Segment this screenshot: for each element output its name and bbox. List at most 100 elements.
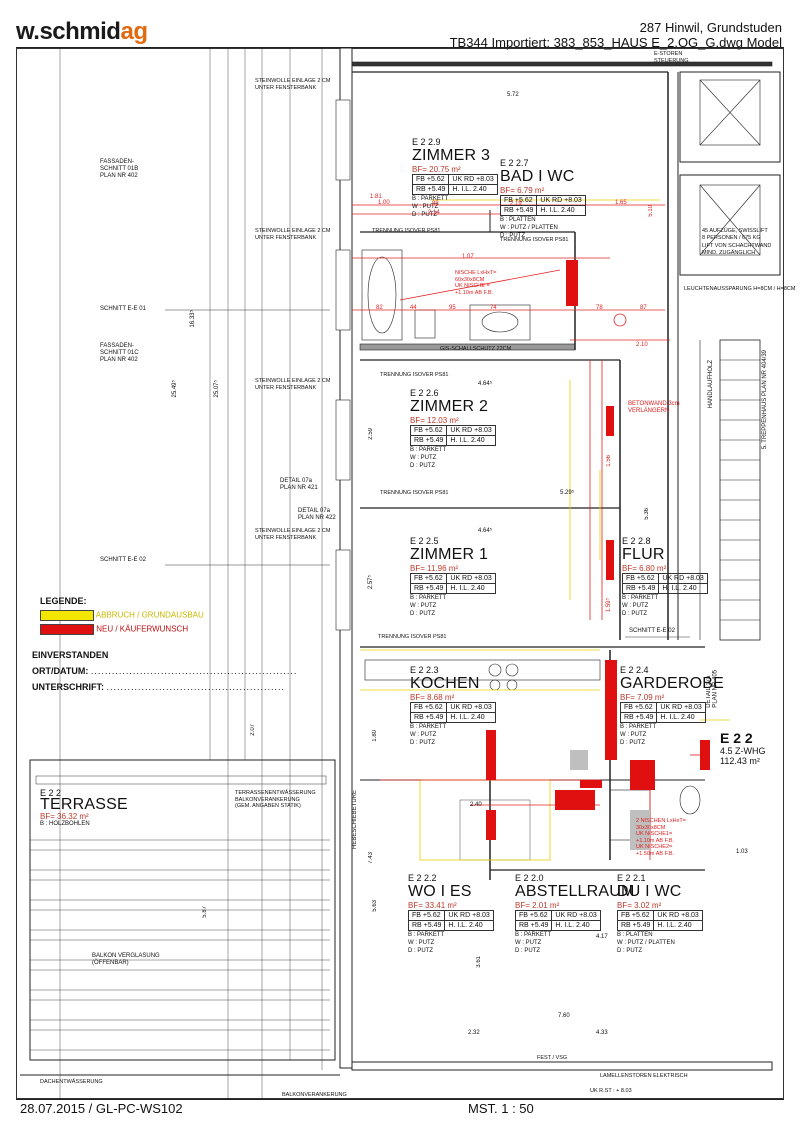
flur-mat: B : PARKETT W : PUTZ D : PUTZ bbox=[622, 595, 659, 617]
kochen-id: E 2 2.3 bbox=[410, 665, 439, 675]
dim-181: 1.81 bbox=[370, 194, 382, 200]
steinwolle-note-1: STEINWOLLE EINLAGE 2 CM UNTER FENSTERBAN… bbox=[255, 78, 331, 91]
legend-neu: NEU / KÄUFERWUNSCH bbox=[40, 624, 188, 635]
garderobe-ukrd: UK RD +8.03 bbox=[656, 702, 706, 713]
duwc-hil: H. I.L. 2.40 bbox=[653, 920, 703, 931]
unit-summary: E 2 2 4.5 Z-WHG 112.43 m² bbox=[720, 730, 766, 766]
betonwand-note: BETONWAND 3cm VERLÄNGERN bbox=[628, 401, 680, 414]
kochen-mat: B : PARKETT W : PUTZ D : PUTZ bbox=[410, 724, 447, 746]
dim-232: 2.32 bbox=[468, 1030, 480, 1036]
zimmer2-name: ZIMMER 2 bbox=[410, 398, 489, 415]
bad-id: E 2 2.7 bbox=[500, 158, 529, 168]
kochen-rb: RB +5.49 bbox=[409, 712, 448, 723]
terrassen-entwaesserung-note: TERRASSENENTWÄSSERUNG BALKONVERANKERUNG … bbox=[235, 790, 316, 809]
abstellraum-bf: BF= 2.01 m² bbox=[515, 901, 560, 910]
wohnen-id: E 2 2.2 bbox=[408, 873, 437, 883]
zimmer3-ukrd: UK RD +8.03 bbox=[448, 174, 498, 185]
terrasse-bf: BF= 36.32 m² bbox=[40, 812, 89, 821]
unit-area: 112.43 m² bbox=[720, 756, 760, 766]
zimmer1-rb: RB +5.49 bbox=[409, 583, 448, 594]
abstellraum-mat: B : PARKETT W : PUTZ D : PUTZ bbox=[515, 932, 552, 954]
dim-207: 2.07 bbox=[250, 724, 256, 736]
dim-240: 2.40 bbox=[470, 802, 482, 808]
abstellraum-hil: H. I.L. 2.40 bbox=[551, 920, 601, 931]
duwc-bf: BF= 3.02 m² bbox=[617, 901, 662, 910]
zimmer2-ukrd: UK RD +8.03 bbox=[446, 425, 496, 436]
garderobe-mat: B : PARKETT W : PUTZ D : PUTZ bbox=[620, 724, 657, 746]
zimmer1-bf: BF= 11.96 m² bbox=[410, 564, 459, 573]
kochen-ukrd: UK RD +8.03 bbox=[446, 702, 496, 713]
dim-572: 5.72 bbox=[507, 92, 519, 98]
duwc-mat: B : PLATTEN W : PUTZ / PLATTEN D : PUTZ bbox=[617, 932, 675, 954]
dim-259: 2.59 bbox=[368, 428, 374, 440]
dim-210: 2.10 bbox=[636, 342, 648, 348]
leuchten-note: LEUCHTENAUSSPARUNG H=8CM / H=8CM bbox=[684, 286, 796, 292]
trennung-note-3: TRENNUNG ISOVER PS81 bbox=[380, 372, 449, 378]
approval-einverstanden: EINVERSTANDEN bbox=[32, 650, 109, 660]
dim-257: 2.57⁵ bbox=[368, 575, 374, 590]
dim-743: 7.43 bbox=[368, 852, 374, 864]
room-abstellraum: E 2 2.0 ABSTELLRAUM BF= 2.01 m² FB +5.62… bbox=[514, 873, 635, 955]
estoren-note: E-STOREN STEUERUNG bbox=[654, 51, 689, 64]
dim-left-2507: 25.07⁵ bbox=[214, 380, 220, 398]
flur-ukrd: UK RD +8.03 bbox=[658, 573, 708, 584]
dim-529: 5.29⁵ bbox=[560, 490, 575, 496]
logo-prefix: w.schmid bbox=[16, 18, 121, 45]
dim-433: 4.33 bbox=[596, 1030, 608, 1036]
dim-78: 78 bbox=[596, 305, 603, 311]
kochen-bf: BF= 8.68 m² bbox=[410, 693, 455, 702]
dim-361: 3.61 bbox=[476, 956, 482, 968]
approval-ort-label: ORT/DATUM: bbox=[32, 666, 89, 676]
flur-bf: BF= 6.80 m² bbox=[622, 564, 667, 573]
kochen-fb: FB +5.62 bbox=[409, 702, 448, 713]
schnitt-02b-label: SCHNITT E-E 02 bbox=[629, 628, 675, 634]
dim-219: 2.19 bbox=[510, 201, 522, 207]
uk-rst-note: UK R.ST : + 8.03 bbox=[590, 1088, 632, 1094]
dim-74: 74 bbox=[490, 305, 497, 311]
garderobe-bf: BF= 7.09 m² bbox=[620, 693, 665, 702]
trennung-note-1: TRENNUNG ISOVER PS81 bbox=[372, 228, 441, 234]
balkonverankerung-note: BALKONVERANKERUNG bbox=[282, 1092, 347, 1098]
zimmer3-id: E 2 2.9 bbox=[412, 137, 441, 147]
legend-abbruch-label: ABBRUCH / GRUNDAUSBAU bbox=[95, 610, 204, 620]
dim-88: 88 bbox=[432, 201, 439, 207]
fassade-note-c: FASSADEN- SCHNITT 01C PLAN NR 402 bbox=[100, 343, 139, 363]
dim-156: 1.56 bbox=[606, 455, 612, 467]
footer-date-code: 28.07.2015 / GL-PC-WS102 bbox=[20, 1101, 183, 1116]
zimmer2-fb: FB +5.62 bbox=[409, 425, 448, 436]
footer-divider bbox=[16, 1099, 784, 1100]
dim-464a: 4.64⁵ bbox=[478, 381, 493, 387]
wohnen-ukrd: UK RD +8.03 bbox=[444, 910, 494, 921]
dim-214: 2.14 bbox=[428, 210, 440, 216]
approval-unterschrift: UNTERSCHRIFT: ..........................… bbox=[32, 682, 286, 692]
unit-name: E 2 2 bbox=[720, 730, 753, 746]
kochen-name: KOCHEN bbox=[410, 675, 480, 692]
logo-suffix: ag bbox=[120, 18, 148, 45]
zimmer3-bf: BF= 20.75 m² bbox=[412, 165, 461, 174]
steinwolle-note-4: STEINWOLLE EINLAGE 2 CM UNTER FENSTERBAN… bbox=[255, 528, 331, 541]
dim-760: 7.60 bbox=[558, 1013, 570, 1019]
steinwolle-note-3: STEINWOLLE EINLAGE 2 CM UNTER FENSTERBAN… bbox=[255, 378, 331, 391]
legend-abbruch-swatch bbox=[40, 610, 94, 621]
wohnen-mat: B : PARKETT W : PUTZ D : PUTZ bbox=[408, 932, 445, 954]
dim-417: 4.17 bbox=[596, 934, 608, 940]
lift-note-2: LIFT VON SCHACHTWAND MIND. ZUGÄNGLICH bbox=[702, 243, 772, 256]
dim-563: 5.63 bbox=[372, 900, 378, 912]
zimmer2-rb: RB +5.49 bbox=[409, 435, 448, 446]
footer-scale: MST. 1 : 50 bbox=[468, 1101, 534, 1116]
balkon-verglasung-note: BALKON VERGLASUNG (ÖFFENBAR) bbox=[92, 953, 160, 966]
garderobe-rb: RB +5.49 bbox=[619, 712, 658, 723]
dim-107: 1.07 bbox=[462, 254, 474, 260]
trennung-note-4: TRENNUNG ISOVER PS81 bbox=[380, 490, 449, 496]
dim-159: 1.59⁵ bbox=[606, 598, 612, 613]
